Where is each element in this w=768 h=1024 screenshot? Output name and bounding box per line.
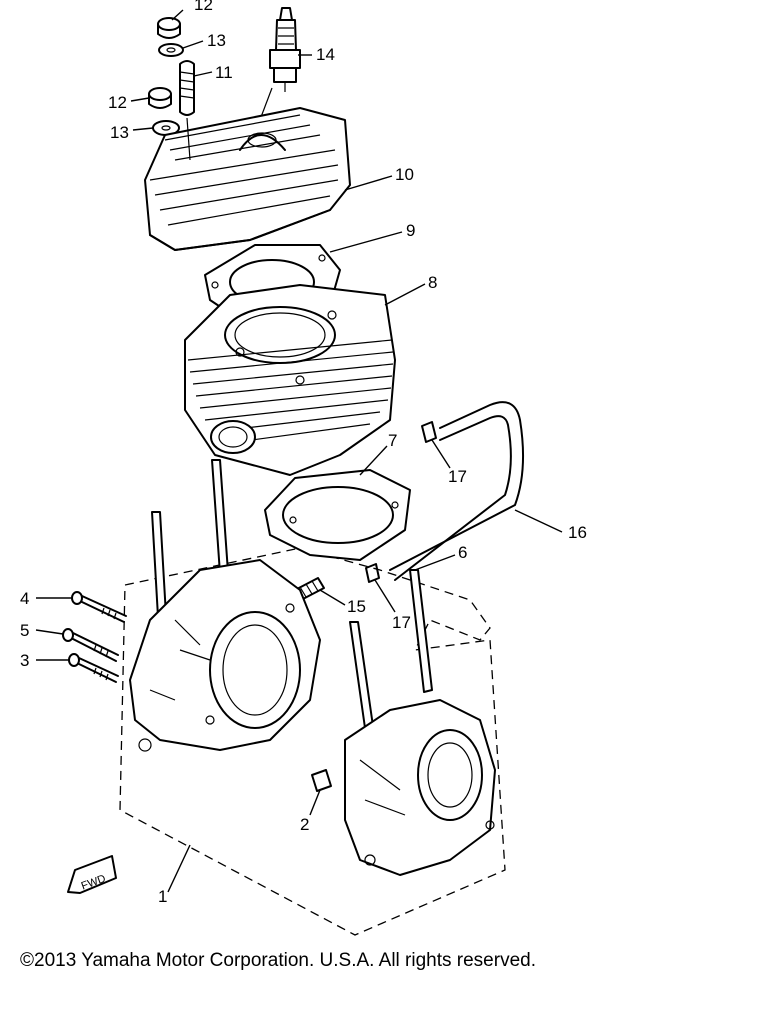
base-gasket-7 (264, 469, 411, 561)
hose-clip-17-upper (421, 421, 437, 443)
part-label-3: 3 (20, 651, 29, 670)
part-label-17-upper: 17 (448, 467, 467, 486)
part-label-8: 8 (428, 273, 437, 292)
washer-13-top (158, 43, 184, 57)
part-label-1: 1 (158, 887, 167, 906)
cylinder-8 (184, 284, 396, 476)
part-label-7: 7 (388, 431, 397, 450)
nut-12-top (157, 17, 181, 39)
crankcase-assembly-outline (119, 547, 506, 936)
bolt-5 (62, 628, 119, 662)
bolt-4 (71, 591, 127, 623)
part-label-4: 4 (20, 589, 29, 608)
crankcase-right-half (344, 699, 496, 876)
washer-13-lower (152, 120, 180, 136)
part-label-9: 9 (406, 221, 415, 240)
leader-lines (35, 9, 563, 893)
part-label-13-top: 13 (207, 31, 226, 50)
part-label-2: 2 (300, 815, 309, 834)
copyright-notice: ©2013 Yamaha Motor Corporation. U.S.A. A… (20, 950, 536, 971)
part-label-17-lower: 17 (392, 613, 411, 632)
hose-clip-17-lower (365, 563, 380, 583)
part-label-15: 15 (347, 597, 366, 616)
part-label-12-top: 12 (194, 0, 213, 14)
exploded-parts-diagram: FWD 12 13 11 12 13 14 10 9 8 7 17 (20, 0, 587, 936)
cylinder-head-10 (144, 107, 351, 251)
hose-16 (389, 401, 525, 581)
stud-11 (179, 60, 195, 116)
part-label-12-lower: 12 (108, 93, 127, 112)
part-label-13-lower: 13 (110, 123, 129, 142)
spark-plug-14 (269, 7, 301, 92)
forward-direction-arrow: FWD (67, 855, 117, 894)
part-label-10: 10 (395, 165, 414, 184)
part-label-14: 14 (316, 45, 335, 64)
part-labels: 12 13 11 12 13 14 10 9 8 7 17 16 6 15 17… (20, 0, 587, 906)
nut-12-lower (148, 87, 172, 109)
part-label-11: 11 (215, 63, 233, 82)
dowel-pin-2 (311, 769, 332, 792)
stud-6-right-rear (409, 569, 433, 693)
crankcase-left-half (129, 559, 321, 752)
part-label-6: 6 (458, 543, 467, 562)
part-label-16: 16 (568, 523, 587, 542)
part-label-5: 5 (20, 621, 29, 640)
